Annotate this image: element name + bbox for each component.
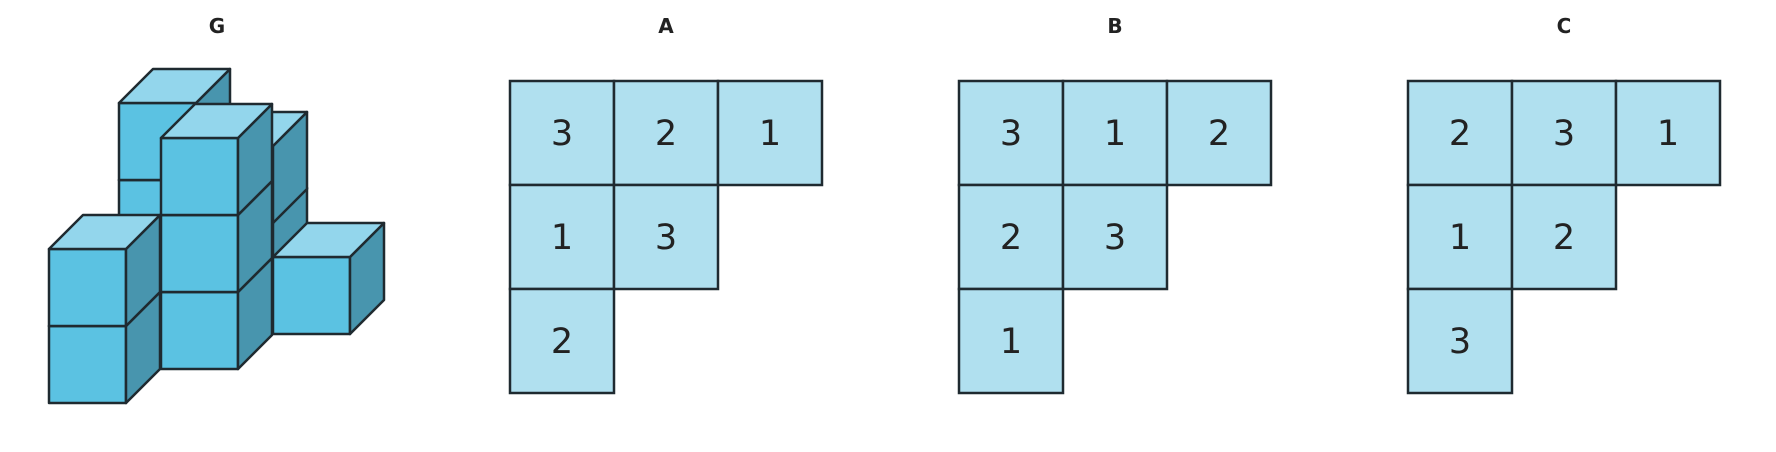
- grid-c-cell-r1c3: [1614, 79, 1722, 187]
- grid-a-number-r2c1: 1: [551, 218, 573, 258]
- grid-option-c: 2 3 1 1 2 3: [1406, 79, 1722, 395]
- grid-c-number-r3c1: 3: [1449, 322, 1471, 362]
- grid-a-number-r2c2: 3: [655, 218, 677, 258]
- panel-label-b: B: [1107, 14, 1122, 38]
- grid-b-cell-r3c1: [957, 287, 1065, 395]
- grid-b-number-r2c1: 2: [1000, 218, 1022, 258]
- cube-top-face: [271, 221, 386, 259]
- cube-top-face: [117, 67, 232, 105]
- grid-b-number-r1c3: 2: [1208, 114, 1230, 154]
- grid-a-number-r3c1: 2: [551, 322, 573, 362]
- grid-c-cell-r3c1: [1406, 287, 1514, 395]
- grid-c-number-r1c3: 1: [1657, 114, 1679, 154]
- grid-b-number-r3c1: 1: [1000, 322, 1022, 362]
- grid-b-cell-r2c2: [1061, 183, 1169, 291]
- cube-structure: [47, 67, 386, 405]
- grid-a-number-r1c2: 2: [655, 114, 677, 154]
- cube-center-top: [159, 102, 274, 217]
- grid-b-number-r1c2: 1: [1104, 114, 1126, 154]
- cube-front-face: [159, 290, 240, 371]
- cube-front-face: [159, 213, 240, 294]
- cube-front-face: [159, 136, 240, 217]
- grid-c-number-r1c2: 3: [1553, 114, 1575, 154]
- grid-a-number-r1c1: 3: [551, 114, 573, 154]
- grid-c-number-r1c1: 2: [1449, 114, 1471, 154]
- grid-c-number-r2c2: 2: [1553, 218, 1575, 258]
- grid-c-cell-r1c1: [1406, 79, 1514, 187]
- grid-b-number-r1c1: 3: [1000, 114, 1022, 154]
- cube-front-face: [271, 255, 352, 336]
- cube-right: [271, 221, 386, 336]
- grid-option-a: 3 2 1 1 3 2: [508, 79, 824, 395]
- grid-option-b: 3 1 2 2 3 1: [957, 79, 1273, 395]
- grid-b-cell-r1c2: [1061, 79, 1169, 187]
- grid-c-number-r2c1: 1: [1449, 218, 1471, 258]
- grid-a-cell-r3c1: [508, 287, 616, 395]
- grid-a-cell-r2c1: [508, 183, 616, 291]
- panel-label-a: A: [658, 14, 674, 38]
- grid-b-cell-r1c3: [1165, 79, 1273, 187]
- grid-a-cell-r1c1: [508, 79, 616, 187]
- panel-label-g: G: [209, 14, 225, 38]
- grid-a-cell-r1c3: [716, 79, 824, 187]
- grid-b-number-r2c2: 3: [1104, 218, 1126, 258]
- grid-a-cell-r2c2: [612, 183, 720, 291]
- cube-top-face: [159, 102, 274, 140]
- cube-left-top: [47, 213, 162, 328]
- grid-c-cell-r2c2: [1510, 183, 1618, 291]
- panel-label-c: C: [1557, 14, 1572, 38]
- grid-a-cell-r1c2: [612, 79, 720, 187]
- cube-front-face: [47, 247, 128, 328]
- grid-a-number-r1c3: 1: [759, 114, 781, 154]
- cube-front-face: [47, 324, 128, 405]
- cube-top-face: [47, 213, 162, 251]
